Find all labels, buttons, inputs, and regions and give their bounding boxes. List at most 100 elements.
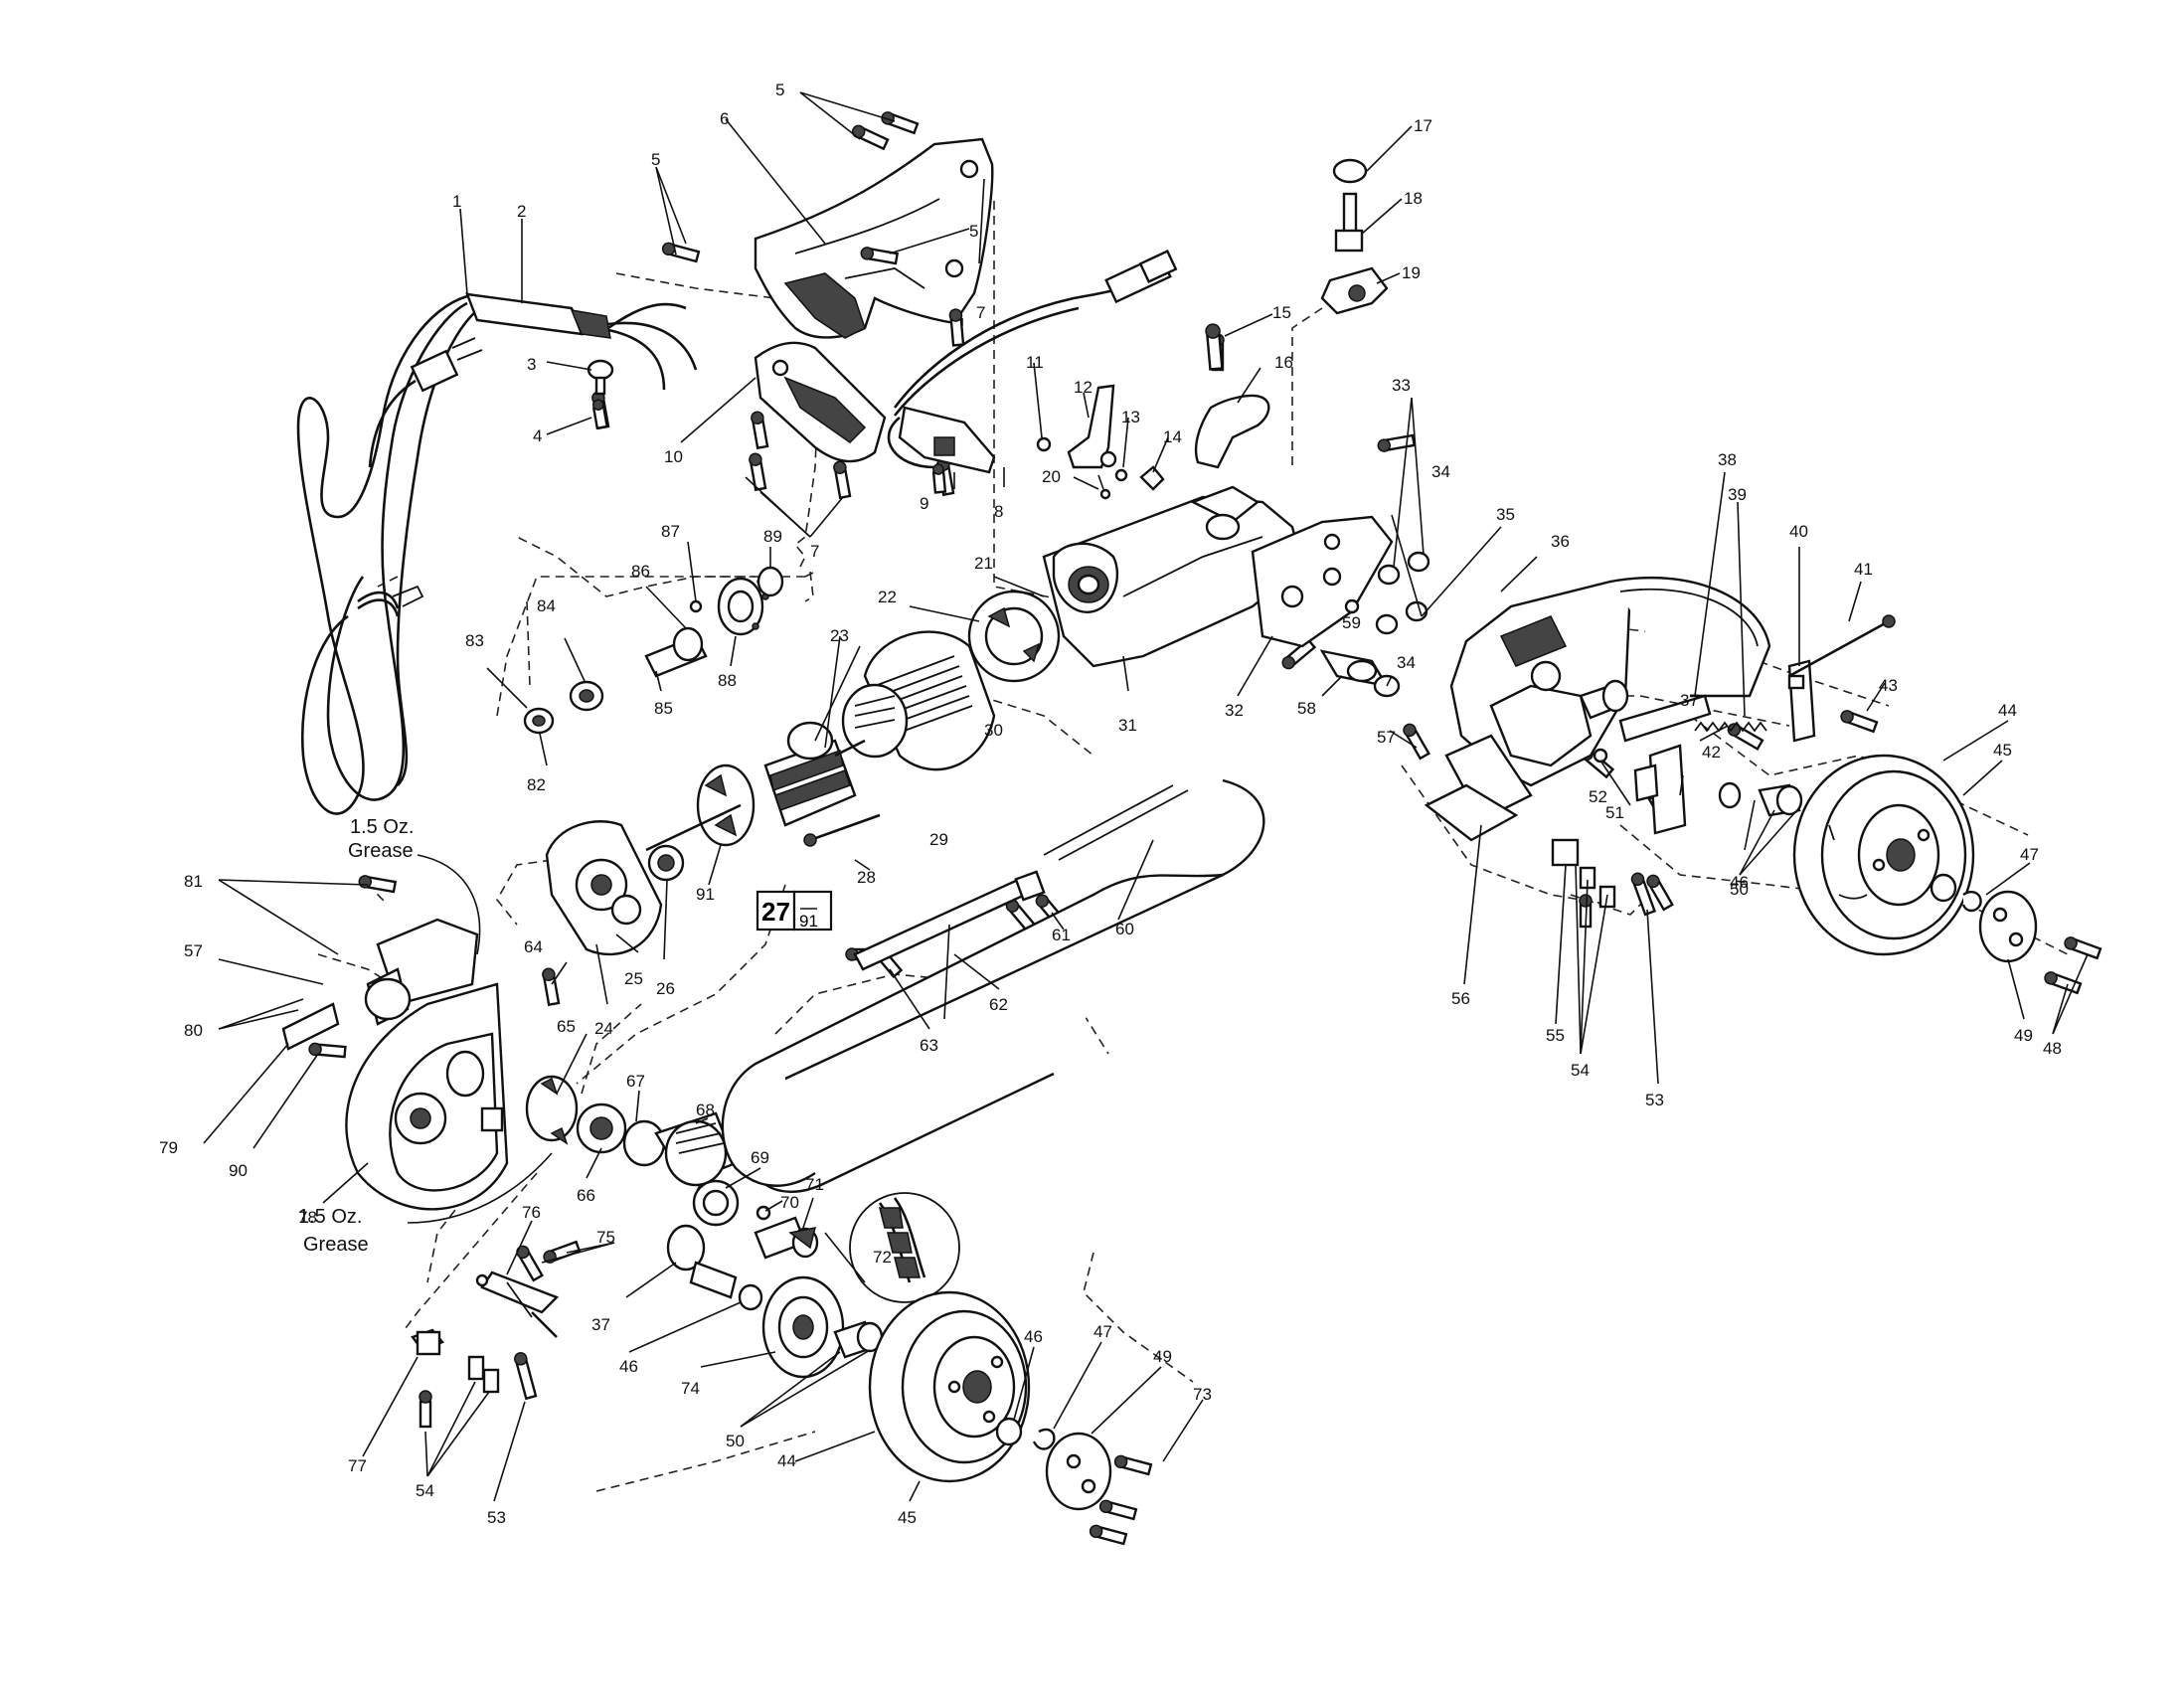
part-label: 44 <box>777 1451 796 1470</box>
part-label: 90 <box>229 1161 248 1180</box>
part-label: 26 <box>656 979 675 998</box>
part-label: 18 <box>1404 189 1423 208</box>
part-label: 46 <box>1024 1327 1043 1346</box>
grease-note-label: Grease <box>348 840 414 862</box>
screws <box>308 111 2102 1546</box>
part-label: 7 <box>976 303 985 322</box>
grease-note-quantity: 1.5 Oz. <box>350 816 414 838</box>
part-label: 8 <box>994 502 1003 521</box>
part-label: 74 <box>681 1379 700 1398</box>
part-label: 52 <box>1589 787 1607 806</box>
part-label: 41 <box>1854 560 1873 579</box>
part-label: 49 <box>1153 1347 1172 1366</box>
part-label: 22 <box>878 588 897 606</box>
part-label: 17 <box>1414 116 1432 135</box>
grease-note-text: 1.5 Oz. Grease 1.5 Oz. Grease <box>298 816 414 1256</box>
grease-note-label: Grease <box>303 1234 369 1256</box>
part-label: 23 <box>830 626 849 645</box>
part-label: 70 <box>780 1193 799 1212</box>
part-label: 47 <box>1093 1322 1112 1341</box>
part-label: 29 <box>929 830 948 849</box>
part-label: 5 <box>775 81 784 99</box>
upper-wheel-assembly <box>1718 754 2038 963</box>
part-label: 35 <box>1496 505 1515 524</box>
part-label: 46 <box>1730 873 1749 892</box>
part-label: 45 <box>898 1508 917 1527</box>
part-label: 28 <box>857 868 876 887</box>
part-number-box: 27 91 <box>756 890 833 932</box>
box-main-number: 27 <box>761 897 790 927</box>
lower-adjuster <box>411 1271 560 1429</box>
part-label: 2 <box>517 202 526 221</box>
part-label: 67 <box>626 1072 645 1091</box>
part-label: 47 <box>2020 845 2039 864</box>
part-label: 62 <box>989 995 1008 1014</box>
part-label: 40 <box>1789 522 1808 541</box>
part-label: 1 <box>452 192 461 211</box>
frame-assembly <box>1319 551 1896 842</box>
part-label: 6 <box>720 109 729 128</box>
part-label: 31 <box>1118 716 1137 735</box>
part-label: 5 <box>969 222 978 241</box>
part-label: 25 <box>624 969 643 988</box>
part-label: 72 <box>873 1248 892 1267</box>
grease-notes <box>407 854 553 1224</box>
gear-parts <box>523 566 784 735</box>
part-label: 68 <box>696 1101 715 1119</box>
part-label: 16 <box>1274 353 1293 372</box>
part-label: 19 <box>1402 263 1421 282</box>
part-label: 60 <box>1115 920 1134 938</box>
part-label: 42 <box>1702 743 1721 762</box>
part-label: 7 <box>810 542 819 561</box>
part-label: 88 <box>718 671 737 690</box>
power-cord <box>296 292 698 815</box>
box-sub-number: 91 <box>799 912 818 931</box>
part-label: 85 <box>654 699 673 718</box>
part-label: 84 <box>537 596 556 615</box>
leader-lines <box>203 91 2089 1502</box>
lower-gears <box>525 1075 819 1260</box>
part-label: 80 <box>184 1021 203 1040</box>
part-label: 81 <box>184 872 203 891</box>
part-label: 78 <box>298 1208 317 1227</box>
gear-housing <box>281 918 509 1211</box>
part-label: 55 <box>1546 1026 1565 1045</box>
part-label: 53 <box>1645 1091 1664 1109</box>
blade-guide-parts <box>1194 158 1389 469</box>
part-label: 32 <box>1225 701 1244 720</box>
part-label: 10 <box>664 447 683 466</box>
part-label: 59 <box>1342 613 1361 632</box>
part-label: 11 <box>1026 353 1044 372</box>
part-label: 44 <box>1998 701 2017 720</box>
part-label: 56 <box>1451 989 1470 1008</box>
switch-assembly <box>887 250 1178 500</box>
part-label: 39 <box>1728 485 1747 504</box>
part-label: 87 <box>661 522 680 541</box>
part-label: 69 <box>751 1148 769 1167</box>
part-label: 58 <box>1297 699 1316 718</box>
part-label: 50 <box>726 1432 745 1450</box>
part-label: 66 <box>577 1186 595 1205</box>
part-label: 12 <box>1074 378 1092 397</box>
part-label: 77 <box>348 1456 367 1475</box>
part-label: 63 <box>920 1036 938 1055</box>
part-label: 79 <box>159 1138 178 1157</box>
part-label: 50 <box>1730 880 1749 899</box>
part-label: 75 <box>596 1228 615 1247</box>
part-label: 82 <box>527 775 546 794</box>
part-label: 36 <box>1551 532 1570 551</box>
part-label: 48 <box>2043 1039 2062 1058</box>
chain-detail <box>824 1192 960 1303</box>
part-label: 49 <box>2014 1026 2033 1045</box>
part-label: 86 <box>631 562 650 581</box>
part-label: 57 <box>1377 728 1396 747</box>
part-label: 24 <box>594 1019 613 1038</box>
part-label: 13 <box>1121 408 1140 426</box>
part-label: 54 <box>1571 1061 1590 1080</box>
part-label: 76 <box>522 1203 541 1222</box>
blade-and-guide <box>721 778 1265 1193</box>
part-label: 14 <box>1163 427 1182 446</box>
part-label: 20 <box>1042 467 1061 486</box>
part-label: 43 <box>1879 676 1898 695</box>
